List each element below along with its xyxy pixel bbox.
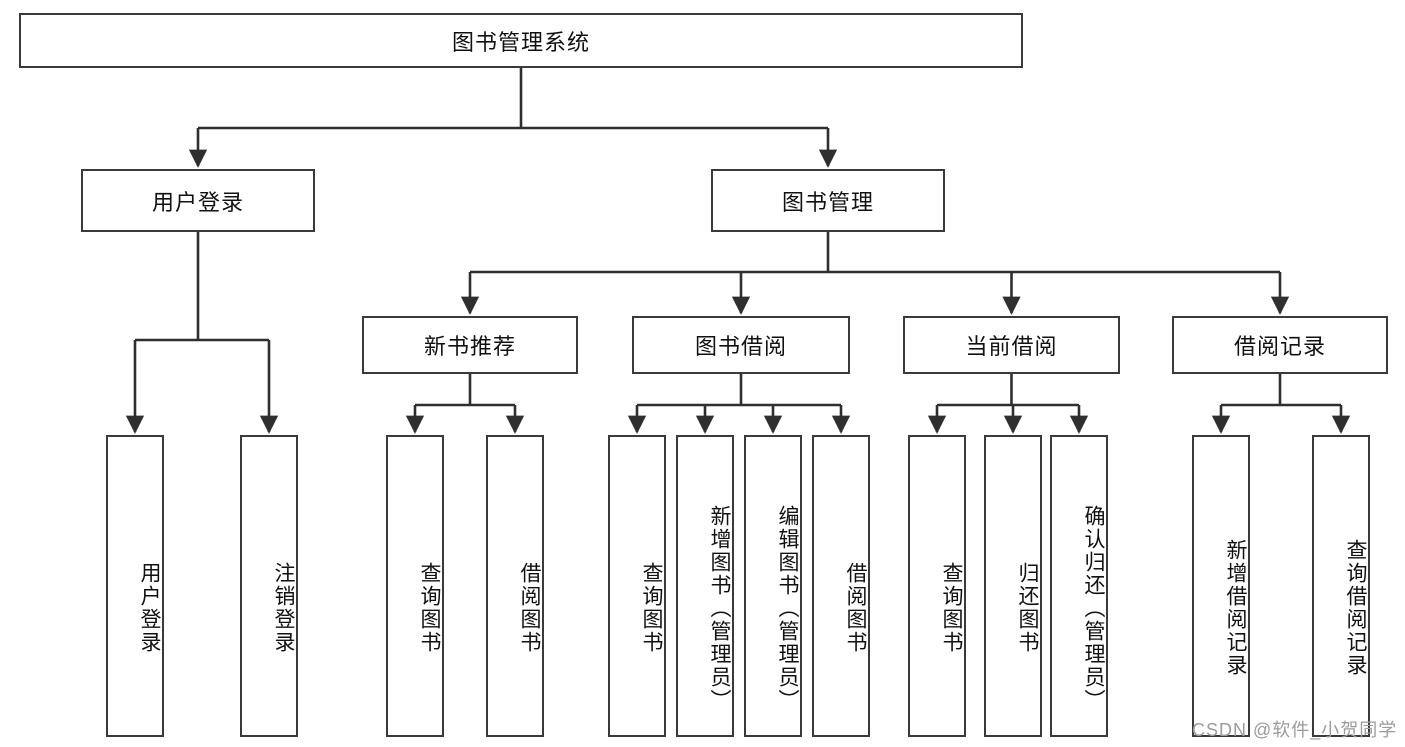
node-label: 新书推荐 xyxy=(423,334,516,359)
node-label: 新增图书（管理员） xyxy=(708,504,731,712)
node-leaf-add-record: 新增借阅记录 xyxy=(1192,435,1250,737)
node-leaf-borrow-book-2: 借阅图书 xyxy=(812,435,870,737)
node-label: 查询借阅记录 xyxy=(1344,539,1367,677)
node-label: 查询图书 xyxy=(940,562,963,654)
node-leaf-query-book-2: 查询图书 xyxy=(608,435,666,737)
node-leaf-borrow-book-1: 借阅图书 xyxy=(486,435,544,737)
node-leaf-return-book: 归还图书 xyxy=(984,435,1042,737)
node-label: 新增借阅记录 xyxy=(1224,539,1247,677)
node-label: 图书借阅 xyxy=(694,334,787,359)
node-label: 归还图书 xyxy=(1016,562,1039,654)
node-label: 注销登录 xyxy=(272,562,295,654)
node-leaf-add-book: 新增图书（管理员） xyxy=(676,435,734,737)
node-borrow-record: 借阅记录 xyxy=(1172,316,1388,374)
node-label: 查询图书 xyxy=(418,562,441,654)
csdn-watermark: CSDN @软件_小贺同学 xyxy=(1192,720,1398,740)
node-book-borrow: 图书借阅 xyxy=(632,316,850,374)
node-current-borrow: 当前借阅 xyxy=(903,316,1120,374)
node-label: 借阅图书 xyxy=(518,562,541,654)
node-label: 图书管理 xyxy=(781,189,874,215)
node-user-login: 用户登录 xyxy=(81,169,315,232)
node-leaf-query-book-1: 查询图书 xyxy=(386,435,444,737)
node-leaf-confirm-return: 确认归还（管理员） xyxy=(1050,435,1108,737)
node-label: 确认归还（管理员） xyxy=(1082,504,1105,712)
node-leaf-query-book-3: 查询图书 xyxy=(908,435,966,737)
node-new-book-recommend: 新书推荐 xyxy=(362,316,578,374)
node-label: 借阅记录 xyxy=(1233,334,1326,359)
node-leaf-query-record: 查询借阅记录 xyxy=(1312,435,1370,737)
node-label: 借阅图书 xyxy=(844,562,867,654)
node-label: 查询图书 xyxy=(640,562,663,654)
node-label: 用户登录 xyxy=(151,189,244,215)
node-leaf-edit-book: 编辑图书（管理员） xyxy=(744,435,802,737)
node-root-system: 图书管理系统 xyxy=(19,13,1023,68)
node-label: 用户登录 xyxy=(138,562,161,654)
node-leaf-logout: 注销登录 xyxy=(240,435,298,737)
node-label: 编辑图书（管理员） xyxy=(776,504,799,712)
node-label: 图书管理系统 xyxy=(451,29,590,55)
node-book-manage: 图书管理 xyxy=(711,169,945,232)
node-label: 当前借阅 xyxy=(965,334,1058,359)
node-leaf-user-login: 用户登录 xyxy=(106,435,164,737)
